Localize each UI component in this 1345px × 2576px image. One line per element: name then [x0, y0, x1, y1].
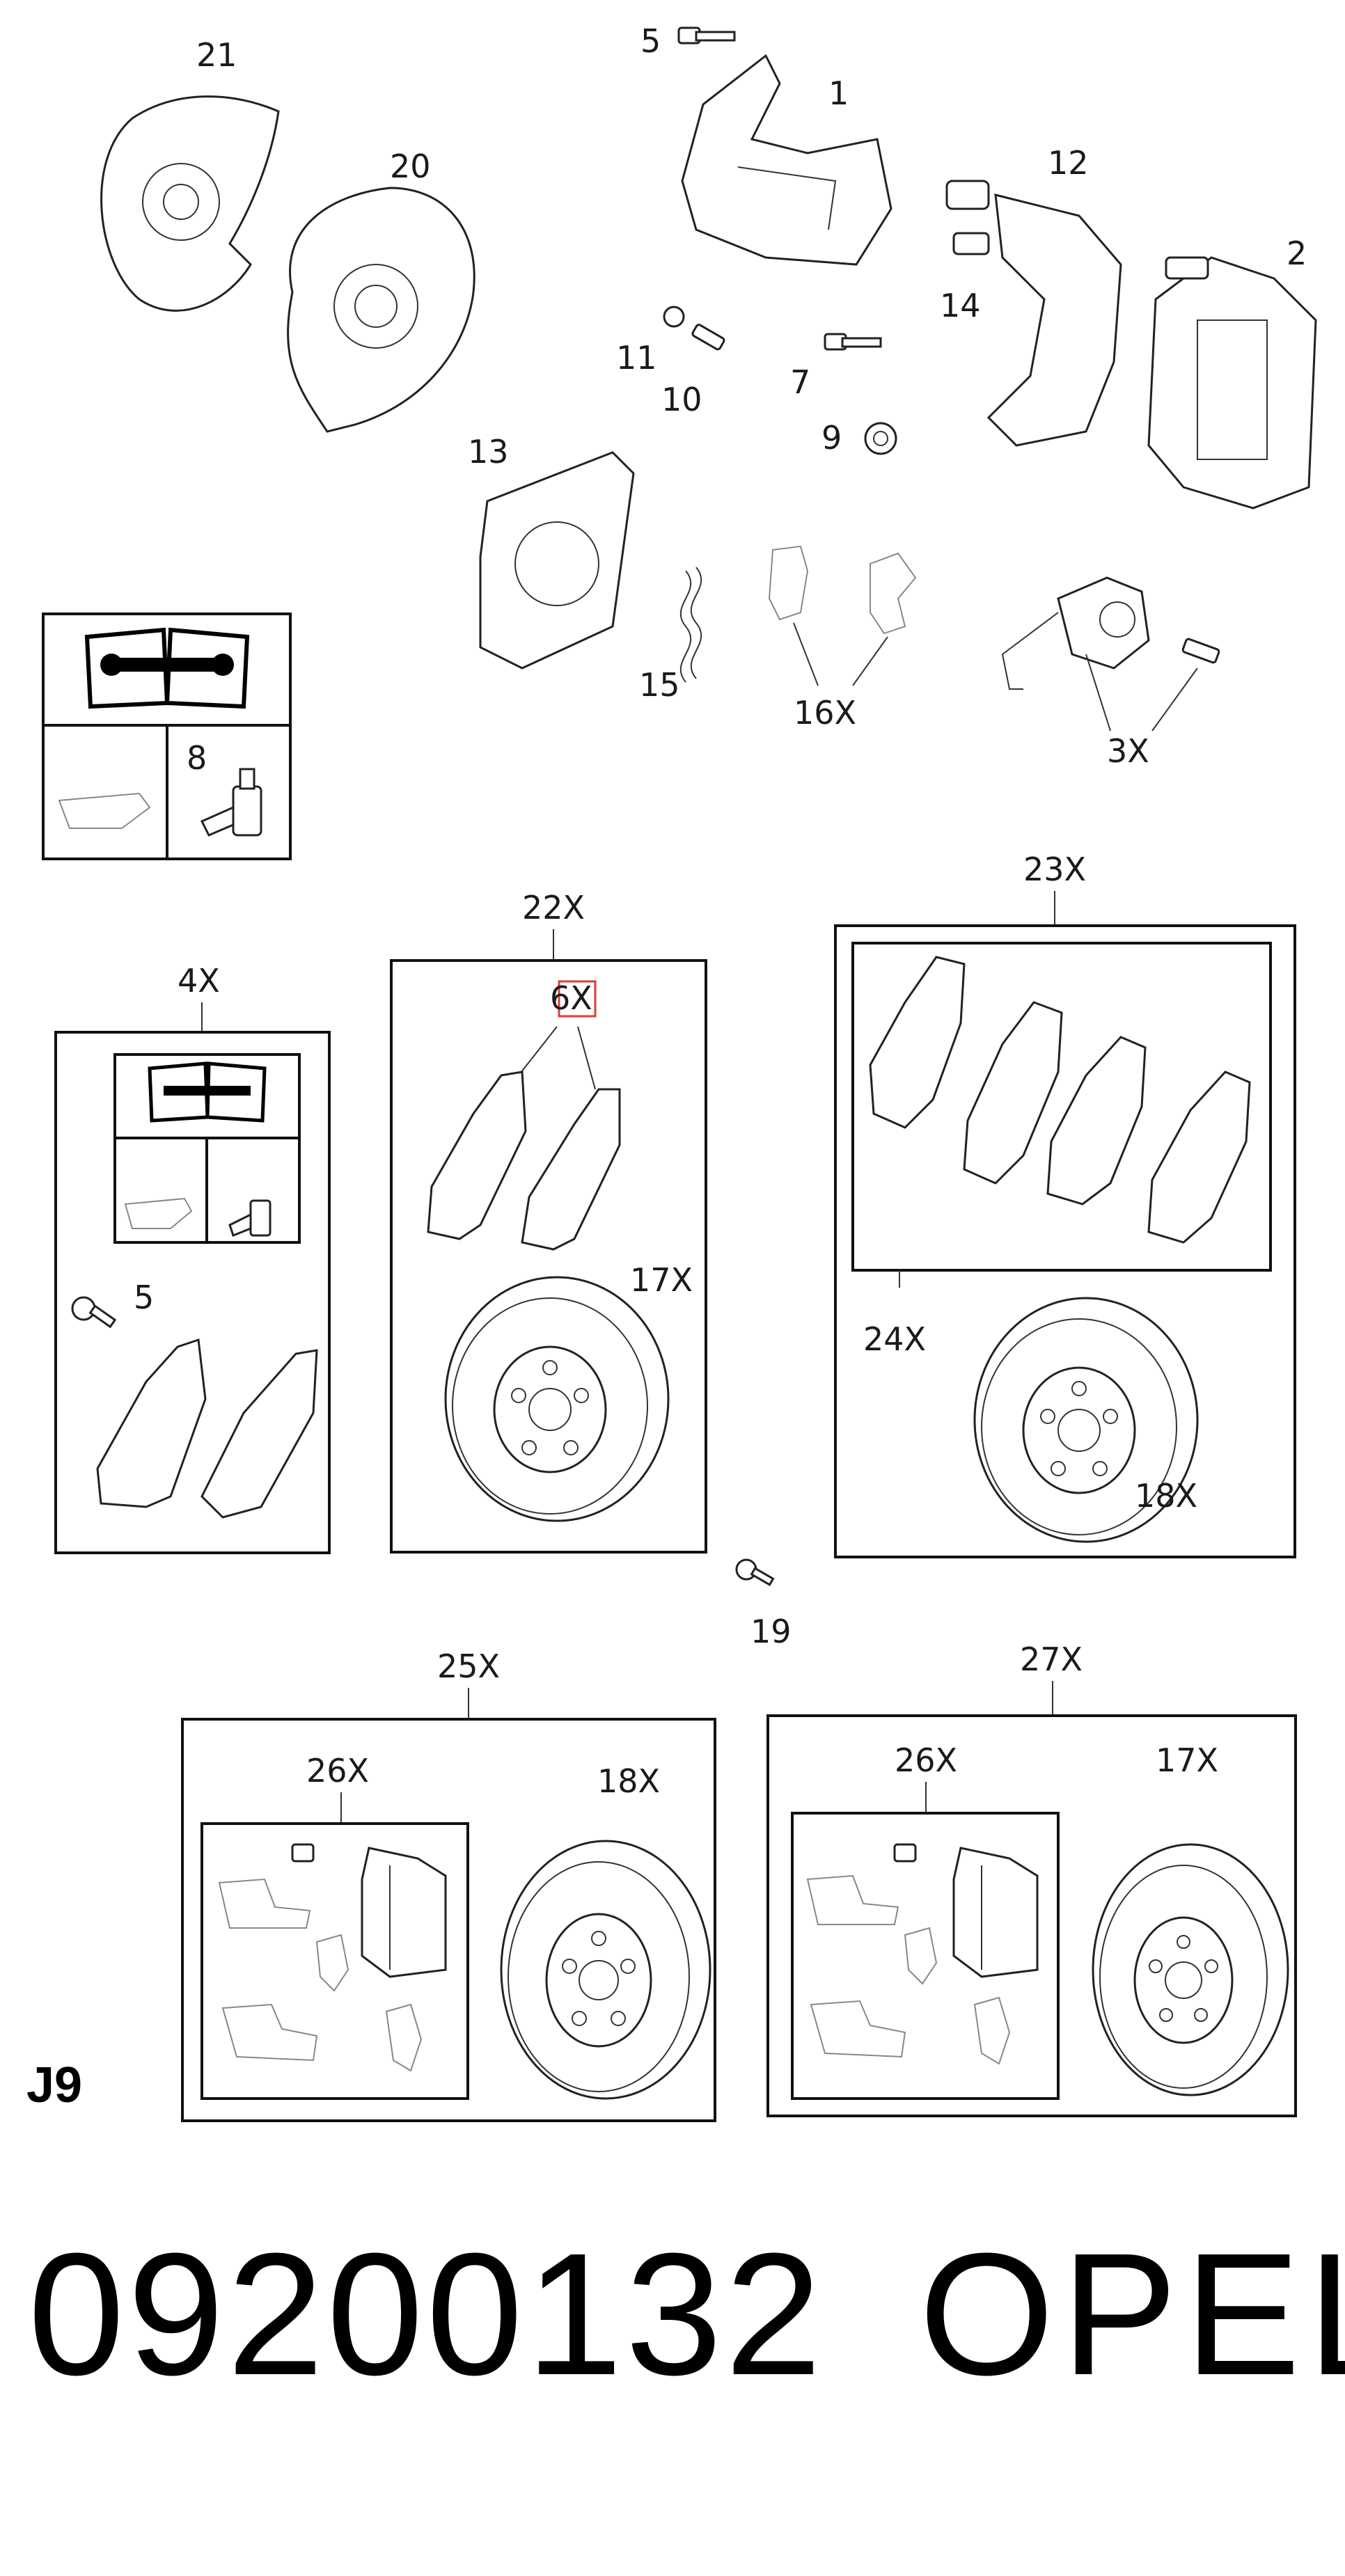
label-18x-a: 18X [1135, 1477, 1197, 1515]
bolt-5-top [677, 26, 736, 45]
brake-fluid-bottle-icon-small [228, 1199, 272, 1237]
label-17x-a: 17X [630, 1261, 693, 1299]
label-26x-b: 26X [895, 1741, 957, 1779]
brake-kit-22x [390, 959, 707, 1554]
brake-disc-18x-b [500, 1840, 711, 2100]
label-1: 1 [828, 74, 849, 112]
brake-pads-4x [96, 1338, 318, 1519]
label-7: 7 [790, 363, 810, 401]
label-11: 11 [616, 339, 657, 377]
label-23x: 23X [1023, 851, 1086, 888]
hardware-kit-26x-b [806, 1843, 1039, 2065]
brake-pads-24x [869, 956, 1251, 1244]
part-number: 09200132 [28, 2217, 825, 2411]
brake-pads-6x [427, 1070, 621, 1251]
brake-disc-18x-a [973, 1297, 1199, 1543]
brand-name: OPEL [919, 2217, 1345, 2411]
caliper-2 [1147, 256, 1317, 509]
brake-disc-17x-a [444, 1276, 670, 1522]
label-14: 14 [940, 287, 981, 324]
label-5-box: 5 [134, 1279, 154, 1316]
label-3x: 3X [1107, 732, 1149, 770]
label-15: 15 [639, 666, 680, 704]
label-5-top: 5 [640, 22, 661, 60]
repair-manual-icon-small [148, 1061, 267, 1123]
parking-lever-3x [1001, 576, 1220, 690]
bolt-19 [735, 1558, 775, 1586]
label-19: 19 [750, 1613, 792, 1650]
service-info-box [42, 613, 292, 860]
caliper-bracket-12 [945, 180, 1122, 447]
label-6x: 6X [550, 979, 592, 1017]
bolt-7 [824, 333, 882, 351]
label-4x: 4X [178, 962, 220, 999]
label-10: 10 [661, 381, 702, 418]
shims-16x [768, 545, 917, 686]
brake-pad-kit-4x [54, 1031, 331, 1554]
dust-shield-21 [100, 95, 280, 312]
caliper-carrier-1 [681, 54, 892, 266]
label-2: 2 [1287, 235, 1307, 272]
brake-disc-17x-b [1092, 1843, 1289, 2096]
backing-plate-20 [287, 187, 475, 433]
repair-manual-icon [84, 627, 250, 709]
oil-can-icon [58, 792, 151, 829]
label-16x: 16X [794, 694, 856, 732]
label-12: 12 [1048, 144, 1089, 182]
label-26x-a: 26X [306, 1752, 369, 1789]
label-13: 13 [468, 433, 509, 471]
brake-kit-27x: 26X [766, 1714, 1297, 2117]
oil-can-icon-small [124, 1197, 193, 1229]
label-9: 9 [821, 419, 842, 457]
label-8: 8 [187, 739, 207, 777]
label-22x: 22X [522, 889, 585, 926]
highlight-6x [558, 980, 597, 1018]
label-20: 20 [390, 148, 431, 185]
brake-kit-25x: 26X [181, 1718, 716, 2122]
anchor-plate-13 [479, 451, 635, 670]
brake-fluid-bottle-icon [200, 768, 262, 837]
label-27x: 27X [1020, 1641, 1083, 1678]
label-24x: 24X [863, 1320, 926, 1358]
nut-9 [864, 422, 897, 455]
bolt-5-box [71, 1296, 117, 1329]
hardware-kit-26x-a [218, 1843, 447, 2072]
group-code: J9 [26, 2057, 83, 2113]
label-17x-b: 17X [1156, 1741, 1218, 1779]
spring-15 [679, 567, 702, 683]
label-25x: 25X [437, 1647, 500, 1685]
bleeder-valve-10-11 [663, 306, 725, 351]
label-21: 21 [196, 36, 237, 74]
label-18x-b: 18X [597, 1762, 660, 1800]
brake-kit-23x [834, 924, 1296, 1558]
